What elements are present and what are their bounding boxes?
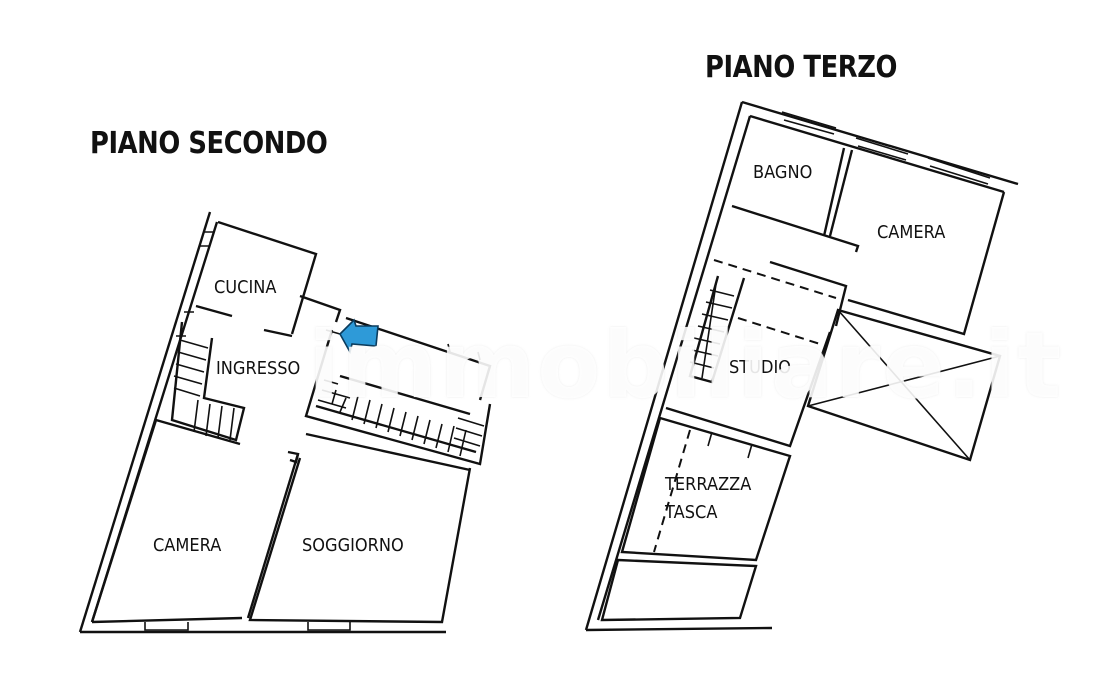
piano-secondo-title: PIANO SECONDO — [90, 126, 328, 161]
room-label-ingresso: INGRESSO — [216, 358, 301, 379]
piano-terzo-title: PIANO TERZO — [705, 50, 897, 85]
room-label-terrazza: TERRAZZA — [665, 474, 752, 495]
room-label-bagno: BAGNO — [753, 162, 813, 183]
room-label-camera: CAMERA — [153, 535, 222, 556]
piano-terzo-plan — [584, 100, 1019, 632]
piano-secondo-plan — [78, 211, 492, 634]
room-label-cucina: CUCINA — [214, 277, 277, 298]
entrance-arrow-icon — [339, 318, 379, 355]
room-label-tasca: TASCA — [665, 502, 718, 523]
room-label-studio: STUDIO — [729, 357, 792, 378]
room-label-soggiorno: SOGGIORNO — [302, 535, 404, 556]
room-label-camera-terzo: CAMERA — [877, 222, 946, 243]
